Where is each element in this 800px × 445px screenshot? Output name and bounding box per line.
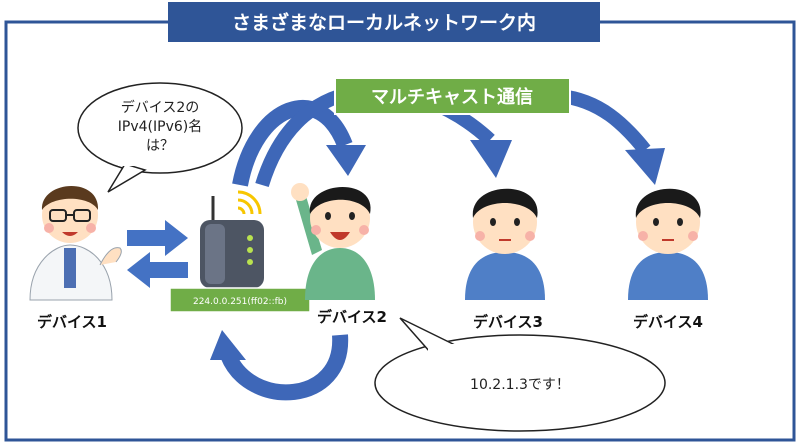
device3-person-figure [465,188,545,300]
device1-doctor-figure [29,185,122,301]
multicast-arrowhead-device2 [326,145,366,176]
arrow-to-device1 [127,252,188,288]
multicast-arrow-to-device4 [559,89,651,155]
router-address-box [169,287,311,313]
multicast-arrowhead-device4 [625,148,665,185]
device2-label: デバイス2 [317,308,387,326]
router-icon [200,190,264,288]
multicast-banner [334,77,571,115]
multicast-arrowhead-device3 [470,140,512,178]
device3-label: デバイス3 [473,313,543,331]
question-line-2: IPv4(IPv6)名 [118,119,202,135]
answer-text: 10.2.1.3です！ [470,377,570,393]
question-bubble: デバイス2の IPv4(IPv6)名 は？ [77,82,243,193]
title-text: さまざまなローカルネットワーク内 [232,11,536,34]
device4-person-figure [628,188,708,300]
device4-label: デバイス4 [633,313,703,331]
device1-label: デバイス1 [37,313,107,331]
question-line-1: デバイス2の [121,99,200,116]
unicast-arrows [127,220,188,288]
reply-arrow [210,330,349,401]
router-address-text: 224.0.0.251(ff02::fb) [193,297,287,307]
question-line-3: は？ [146,138,174,154]
title-bar [168,2,600,42]
multicast-banner-text: マルチキャスト通信 [371,86,533,108]
arrow-to-router [127,220,188,256]
device2-waving-figure [291,183,375,300]
answer-bubble: 10.2.1.3です！ [374,317,666,432]
multicast-arrow-to-device2 [232,99,353,187]
